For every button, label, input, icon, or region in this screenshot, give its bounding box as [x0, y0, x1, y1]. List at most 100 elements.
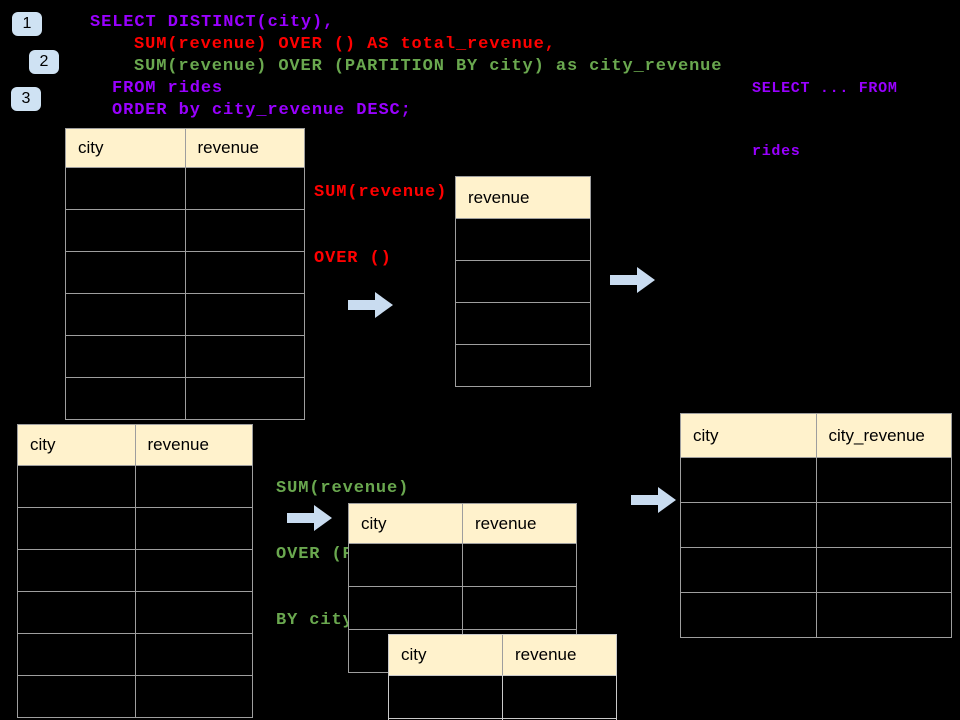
table-cell: [456, 219, 590, 260]
table-city-revenue-result: city city_revenue: [680, 413, 952, 638]
table-cell: [184, 294, 305, 335]
table-cell: [18, 466, 135, 507]
table-cell: [134, 592, 253, 633]
table-cell: [349, 544, 462, 586]
table-row: [18, 675, 252, 717]
table-row: [66, 167, 304, 209]
table-cell: [18, 550, 135, 591]
table-row: [681, 547, 951, 592]
table-cell: [66, 294, 185, 335]
side-note-line: SELECT ... FROM: [752, 80, 898, 97]
table-row: [66, 335, 304, 377]
step-badge-1: 1: [12, 12, 42, 36]
sql-line-order: ORDER by city_revenue DESC;: [112, 101, 412, 120]
table-cell: [66, 336, 185, 377]
side-note-select-from: SELECT ... FROM rides: [752, 36, 898, 204]
table-cell: [349, 587, 462, 629]
step-badge-3: 3: [11, 87, 41, 111]
annotation-line: OVER (): [314, 249, 392, 268]
table-cell: [681, 548, 816, 592]
annotation-total-revenue: SUM(revenue) OVER (): [314, 138, 447, 314]
table-cell: [681, 593, 816, 637]
sql-line-select: SELECT DISTINCT(city),: [90, 13, 335, 32]
arrow-right-icon: [287, 505, 332, 531]
table-total-revenue-result: revenue: [455, 176, 591, 387]
table-source-rides-bottom: city revenue: [17, 424, 253, 718]
table-row: [18, 591, 252, 633]
table-row: [456, 302, 590, 344]
column-header: city: [78, 138, 104, 157]
table-source-rides-top: city revenue: [65, 128, 305, 420]
table-header-row: city city_revenue: [681, 414, 951, 457]
table-cell: [456, 303, 590, 344]
table-cell: [18, 508, 135, 549]
table-cell: [815, 458, 952, 502]
table-cell: [134, 550, 253, 591]
column-header: revenue: [462, 504, 576, 543]
table-row: [66, 209, 304, 251]
table-row: [681, 502, 951, 547]
column-header: city: [693, 425, 719, 445]
table-cell: [456, 345, 590, 386]
table-row: [66, 293, 304, 335]
column-header: city_revenue: [815, 414, 952, 457]
table-row: [18, 633, 252, 675]
table-cell: [389, 676, 502, 718]
table-cell: [184, 168, 305, 209]
table-cell: [134, 676, 253, 717]
column-header: revenue: [184, 129, 305, 167]
table-row: [681, 592, 951, 637]
table-cell: [456, 261, 590, 302]
column-header: city: [30, 435, 56, 454]
table-cell: [815, 548, 952, 592]
arrow-right-icon: [610, 267, 655, 293]
step-badge-2: 2: [29, 50, 59, 74]
table-row: [18, 465, 252, 507]
table-cell: [815, 503, 952, 547]
table-row: [66, 377, 304, 419]
table-cell: [184, 210, 305, 251]
table-cell: [815, 593, 952, 637]
column-header: city: [361, 513, 387, 533]
table-row: [456, 260, 590, 302]
table-cell: [18, 592, 135, 633]
column-header: revenue: [134, 425, 253, 465]
table-header-row: revenue: [456, 177, 590, 218]
arrow-right-icon: [348, 292, 393, 318]
table-cell: [134, 634, 253, 675]
annotation-line: SUM(revenue): [276, 479, 410, 498]
table-cell: [462, 587, 576, 629]
table-header-row: city revenue: [18, 425, 252, 465]
column-header: revenue: [468, 187, 530, 207]
column-header: revenue: [502, 635, 616, 675]
table-row: [18, 549, 252, 591]
table-cell: [184, 378, 305, 419]
table-cell: [66, 168, 185, 209]
table-cell: [66, 252, 185, 293]
table-cell: [184, 252, 305, 293]
table-cell: [18, 676, 135, 717]
table-cell: [134, 466, 253, 507]
table-cell: [681, 503, 816, 547]
table-cell: [462, 544, 576, 586]
table-row: [349, 543, 576, 586]
sql-line-total: SUM(revenue) OVER () AS total_revenue,: [134, 35, 556, 54]
annotation-line: SUM(revenue): [314, 183, 448, 202]
table-header-row: city revenue: [66, 129, 304, 167]
sql-line-from: FROM rides: [112, 79, 224, 98]
table-row: [18, 507, 252, 549]
table-row: [456, 344, 590, 386]
table-row: [681, 457, 951, 502]
sql-code-block: SELECT DISTINCT(city), SUM(revenue) OVER…: [0, 12, 722, 122]
table-row: [66, 251, 304, 293]
table-cell: [66, 378, 185, 419]
table-cell: [184, 336, 305, 377]
arrow-right-icon: [631, 487, 676, 513]
table-header-row: city revenue: [349, 504, 576, 543]
column-header: city: [401, 645, 427, 664]
table-cell: [134, 508, 253, 549]
table-partition-overlay: city revenue: [388, 634, 617, 720]
table-row: [389, 675, 616, 718]
table-cell: [18, 634, 135, 675]
